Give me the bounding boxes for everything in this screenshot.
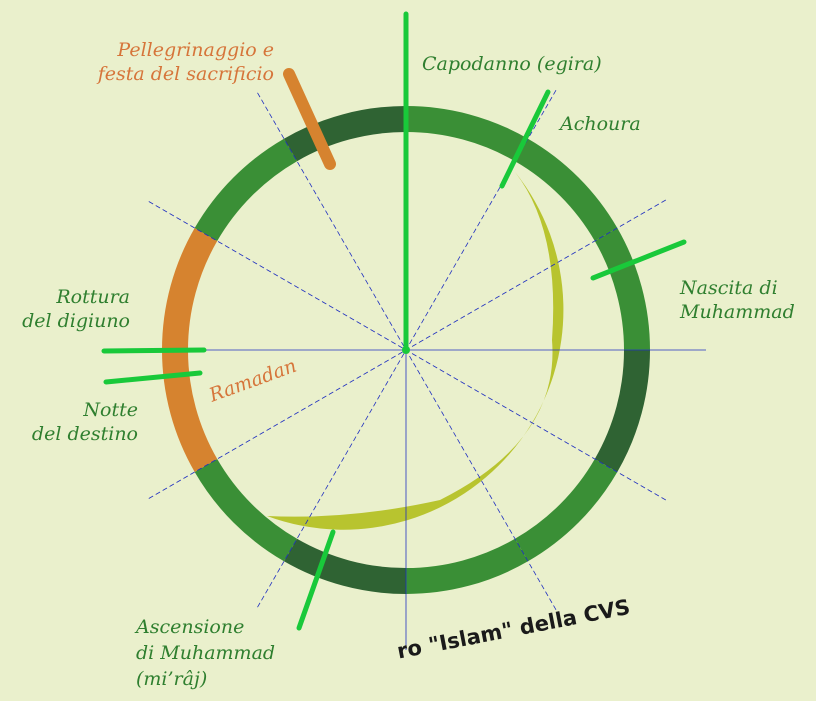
- label-ascension-line3: (mi’râj): [136, 666, 275, 692]
- label-hajj-line1: Pellegrinaggio e: [30, 38, 274, 62]
- ring-segment: [406, 119, 522, 150]
- ring-segment: [206, 150, 291, 235]
- label-new-year: Capodanno (egira): [422, 52, 602, 76]
- ring-segment: [522, 466, 607, 551]
- label-hajj-line2: festa del sacrificio: [30, 62, 274, 86]
- label-destiny: Notte del destino: [0, 398, 138, 446]
- label-hajj: Pellegrinaggio e festa del sacrificio: [30, 38, 274, 86]
- label-break-fast: Rottura del digiuno: [0, 285, 130, 333]
- event-markers: [104, 14, 684, 628]
- ring-segment: [406, 550, 522, 581]
- center-point: [402, 346, 410, 354]
- label-ascension-line2: di Muhammad: [136, 640, 275, 666]
- ring-segment: [291, 550, 407, 581]
- crescent-moon: [267, 172, 563, 530]
- label-ascension: Ascensione di Muhammad (mi’râj): [136, 614, 275, 692]
- label-ascension-line1: Ascensione: [136, 614, 275, 640]
- label-birth-line1: Nascita di: [680, 276, 795, 300]
- marker-break-fast: [104, 350, 204, 351]
- label-break-fast-line1: Rottura: [0, 285, 130, 309]
- ring-segment: [206, 466, 291, 551]
- label-destiny-line1: Notte: [0, 398, 138, 422]
- label-break-fast-line2: del digiuno: [0, 309, 130, 333]
- label-birth-line2: Muhammad: [680, 300, 795, 324]
- ring-segment: [522, 150, 607, 235]
- ring-segment: [606, 350, 637, 466]
- label-destiny-line2: del destino: [0, 422, 138, 446]
- ring-segment: [606, 235, 637, 351]
- label-birth: Nascita di Muhammad: [680, 276, 795, 324]
- label-achoura: Achoura: [560, 112, 641, 136]
